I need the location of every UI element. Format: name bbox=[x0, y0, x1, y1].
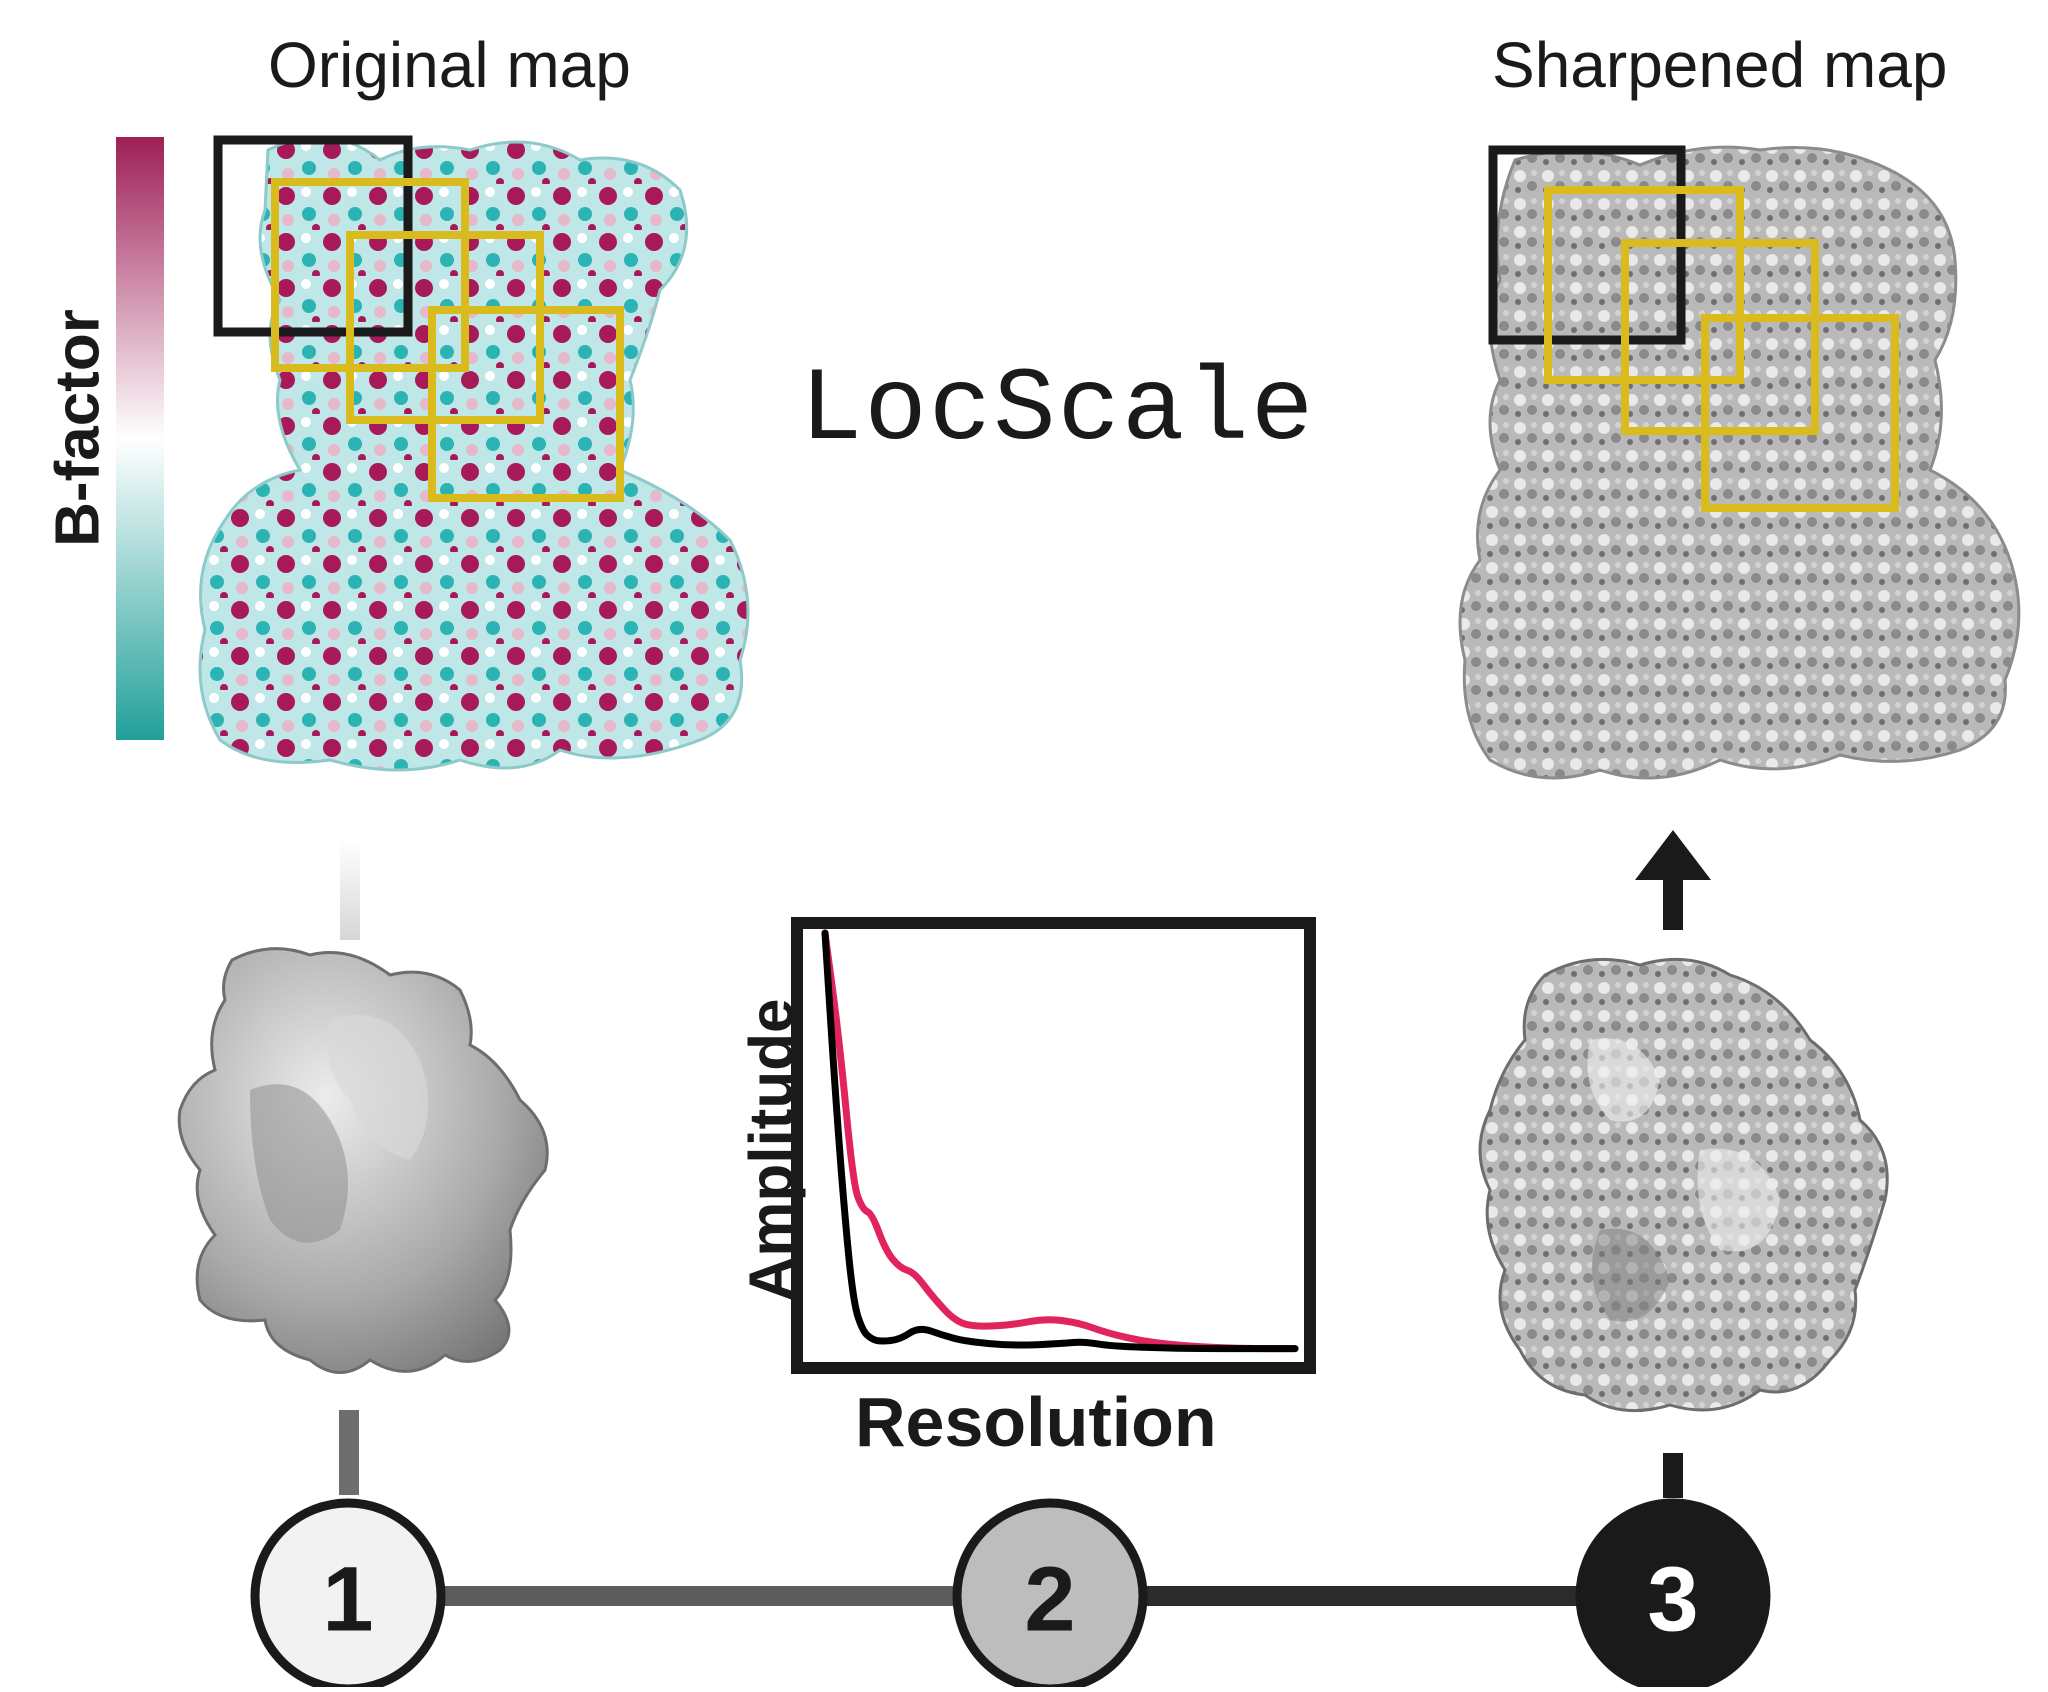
connector-crop3-to-step3 bbox=[1663, 1453, 1683, 1498]
x-axis-label: Resolution bbox=[855, 1383, 1217, 1461]
step-2-number: 2 bbox=[1024, 1548, 1076, 1651]
y-axis-label: Amplitude bbox=[737, 998, 807, 1302]
original-window-yellow-1 bbox=[271, 178, 469, 372]
sharpened-window-yellow-2 bbox=[1621, 239, 1819, 435]
step1-density-crop bbox=[177, 947, 549, 1374]
original-map-title: Original map bbox=[268, 29, 631, 101]
step-1-number: 1 bbox=[322, 1548, 374, 1651]
connector-original-to-crop bbox=[340, 840, 360, 940]
original-window-yellow-3 bbox=[428, 306, 624, 502]
amplitude-series-1 bbox=[821, 929, 1299, 1353]
sharpened-window-yellow-3 bbox=[1701, 314, 1899, 512]
timeline-bar-1-2 bbox=[440, 1586, 960, 1606]
original-window-yellow-2 bbox=[346, 231, 544, 424]
method-name: LocScale bbox=[800, 352, 1316, 470]
amplitude-series-2 bbox=[821, 929, 1299, 1353]
sharpened-map-density bbox=[1458, 145, 2021, 780]
amplitude-plot-frame bbox=[791, 917, 1316, 1374]
timeline-bar-2-3 bbox=[1140, 1586, 1580, 1606]
original-map-density bbox=[198, 135, 750, 772]
sharpened-map-title: Sharpened map bbox=[1492, 29, 1948, 101]
step3-density-crop bbox=[1478, 957, 1889, 1413]
bfactor-colorbar bbox=[116, 137, 164, 740]
arrow-head-icon bbox=[1635, 830, 1711, 880]
colorbar-label: B-factor bbox=[43, 309, 113, 547]
amplitude-plot-curves bbox=[821, 929, 1299, 1353]
step-3-number: 3 bbox=[1647, 1548, 1699, 1651]
connector-crop1-to-step1 bbox=[339, 1410, 359, 1495]
sharpened-window-yellow-1 bbox=[1544, 186, 1744, 384]
